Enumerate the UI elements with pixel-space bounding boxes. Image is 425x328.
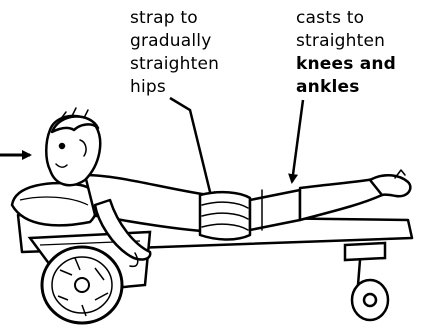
hip-strap-pointer-arrow bbox=[170, 98, 212, 200]
pillow bbox=[12, 183, 97, 225]
knee-casts-pointer-arrow bbox=[292, 100, 303, 182]
rear-caster-wheel bbox=[345, 243, 388, 320]
front-wheel bbox=[42, 247, 122, 323]
